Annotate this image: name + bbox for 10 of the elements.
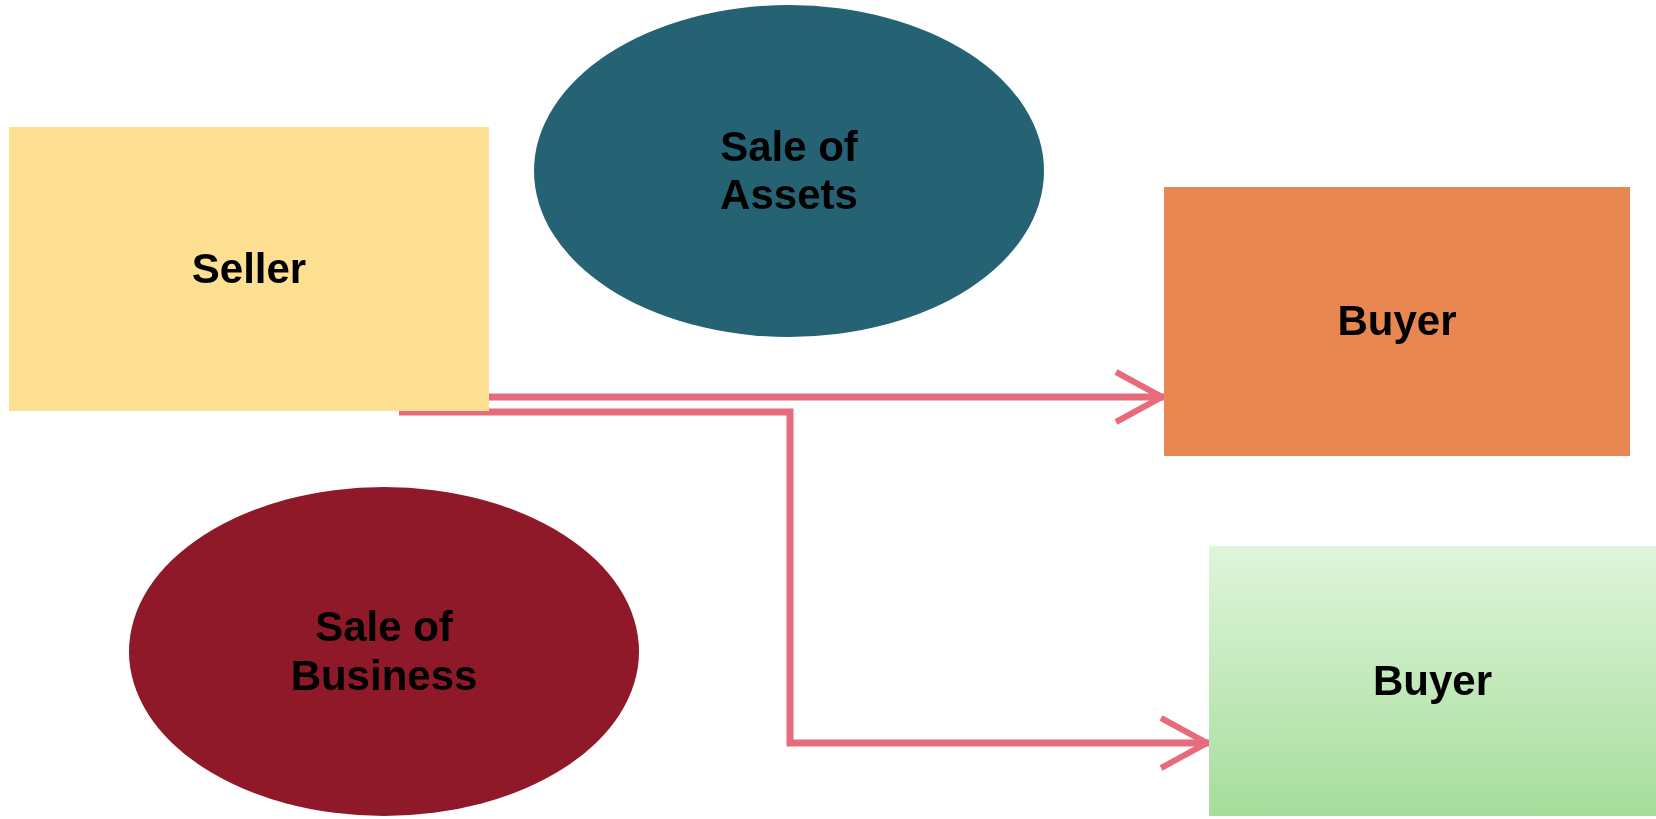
node-label: Buyer [1337,297,1457,346]
node-label: Seller [191,244,307,294]
buyer-box [1209,546,1656,816]
arrow [399,408,1210,771]
node-label: Sale of Business [289,603,479,700]
buyer-box [1164,187,1630,456]
node-label: Sale of Assets [719,122,859,220]
seller-box [9,127,489,411]
node-label: Buyer [1372,656,1493,706]
arrow [489,369,1165,425]
